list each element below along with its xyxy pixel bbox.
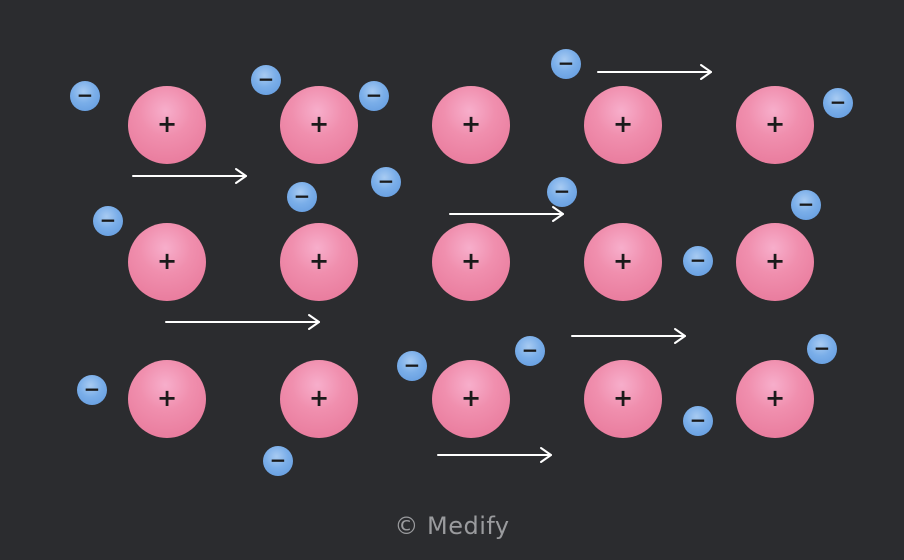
electron: − (551, 49, 581, 79)
arrow-right-icon (132, 168, 247, 184)
electron: − (93, 206, 123, 236)
arrow-right-icon (597, 64, 712, 80)
positive-ion: + (128, 223, 206, 301)
electron: − (515, 336, 545, 366)
positive-ion: + (736, 360, 814, 438)
electron: − (807, 334, 837, 364)
electron: − (359, 81, 389, 111)
electron: − (77, 375, 107, 405)
positive-ion: + (584, 223, 662, 301)
positive-ion: + (280, 86, 358, 164)
positive-ion: + (280, 360, 358, 438)
positive-ion: + (432, 223, 510, 301)
electron: − (70, 81, 100, 111)
electron: − (371, 167, 401, 197)
electron: − (251, 65, 281, 95)
electron: − (823, 88, 853, 118)
positive-ion: + (128, 86, 206, 164)
electron: − (263, 446, 293, 476)
positive-ion: + (584, 86, 662, 164)
electron: − (547, 177, 577, 207)
arrow-right-icon (437, 447, 552, 463)
positive-ion: + (432, 360, 510, 438)
electron: − (791, 190, 821, 220)
positive-ion: + (736, 86, 814, 164)
arrow-right-icon (449, 206, 564, 222)
positive-ion: + (280, 223, 358, 301)
positive-ion: + (736, 223, 814, 301)
arrow-right-icon (165, 314, 320, 330)
copyright-footer: © Medify (394, 512, 510, 540)
positive-ion: + (128, 360, 206, 438)
arrow-right-icon (571, 328, 686, 344)
electron: − (397, 351, 427, 381)
electron: − (287, 182, 317, 212)
electron: − (683, 406, 713, 436)
positive-ion: + (432, 86, 510, 164)
positive-ion: + (584, 360, 662, 438)
electron: − (683, 246, 713, 276)
